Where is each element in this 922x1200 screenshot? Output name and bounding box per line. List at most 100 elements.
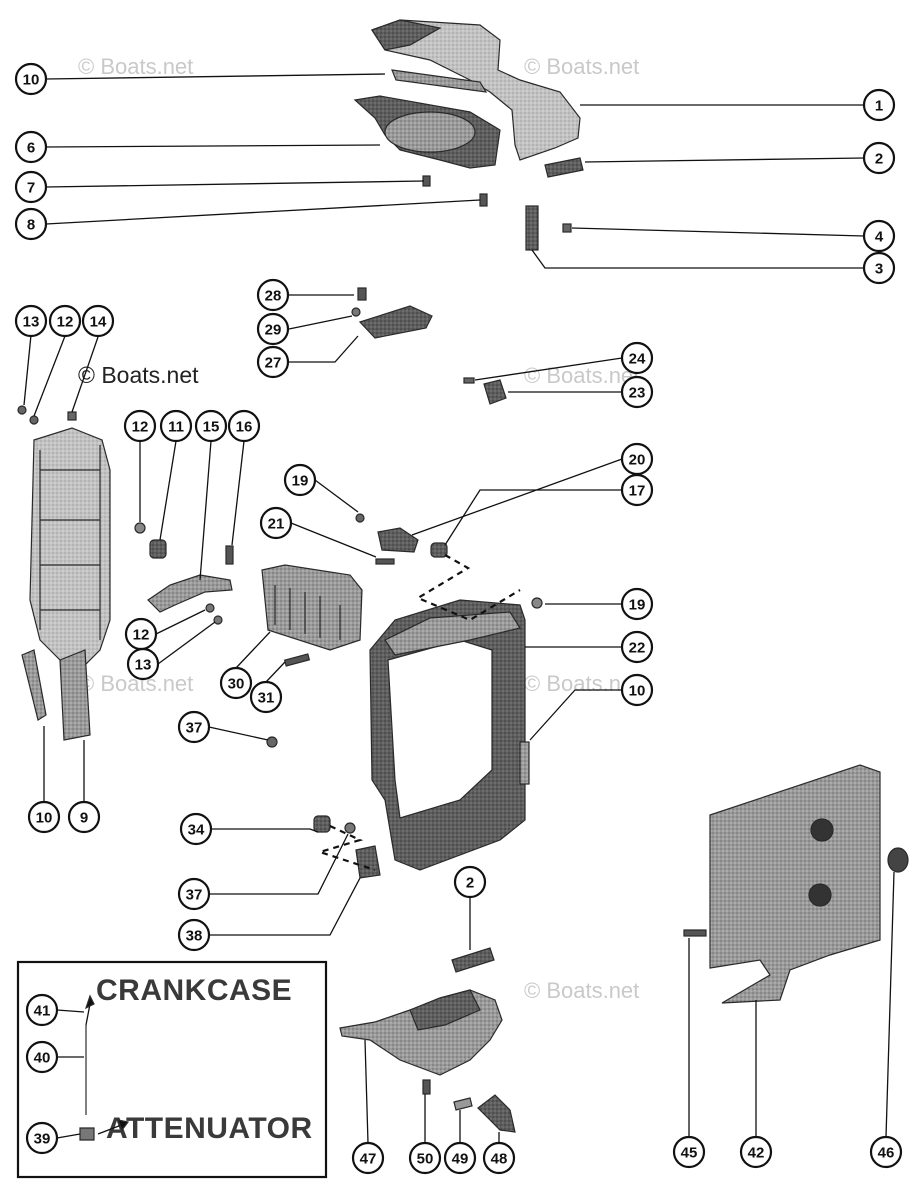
svg-text:31: 31 — [258, 690, 275, 707]
callout-20[interactable]: 20 — [620, 442, 654, 476]
callout-10[interactable]: 10 — [27, 800, 61, 834]
callout-12[interactable]: 12 — [123, 409, 157, 443]
callout-2[interactable]: 2 — [453, 865, 487, 899]
callout-38[interactable]: 38 — [177, 918, 211, 952]
callout-17[interactable]: 17 — [620, 473, 654, 507]
part-block — [355, 845, 381, 879]
callout-15[interactable]: 15 — [194, 409, 228, 443]
svg-text:10: 10 — [629, 683, 646, 700]
svg-text:17: 17 — [629, 483, 646, 500]
svg-text:4: 4 — [875, 229, 884, 246]
watermark: © Boats.net — [524, 671, 639, 696]
part-screw — [479, 193, 488, 207]
part-duct-shadow — [409, 989, 481, 1031]
part-rear-panel-hole — [808, 883, 832, 907]
part-side-panel-frame — [39, 445, 101, 640]
svg-text:38: 38 — [186, 928, 203, 945]
svg-text:1: 1 — [875, 98, 883, 115]
arrow-head — [117, 1119, 130, 1132]
watermark: © Boats.net — [524, 54, 639, 79]
svg-text:47: 47 — [360, 1151, 377, 1168]
callout-13[interactable]: 13 — [14, 304, 48, 338]
callout-3[interactable]: 3 — [862, 251, 896, 285]
callout-41[interactable]: 41 — [25, 993, 59, 1027]
part-duct — [339, 989, 503, 1076]
part-side-panel — [29, 427, 111, 671]
callout-24[interactable]: 24 — [620, 341, 654, 375]
svg-text:13: 13 — [23, 314, 40, 331]
callout-48[interactable]: 48 — [482, 1141, 516, 1175]
callout-6[interactable]: 6 — [14, 130, 48, 164]
part-cap — [377, 527, 419, 553]
callout-31[interactable]: 31 — [249, 680, 283, 714]
arrow-to-crankcase — [85, 1003, 91, 1026]
callout-12[interactable]: 12 — [48, 304, 82, 338]
callout-37[interactable]: 37 — [177, 877, 211, 911]
svg-text:49: 49 — [452, 1151, 469, 1168]
callout-28[interactable]: 28 — [256, 278, 290, 312]
dashed-mount-line — [316, 825, 376, 872]
callout-1[interactable]: 1 — [862, 88, 896, 122]
part-housing-top — [384, 611, 521, 656]
part-mount — [430, 542, 448, 558]
part-small-screw — [562, 223, 572, 233]
callout-49[interactable]: 49 — [443, 1141, 477, 1175]
callout-10[interactable]: 10 — [14, 62, 48, 96]
callout-16[interactable]: 16 — [227, 409, 261, 443]
part-nut — [531, 597, 543, 609]
callout-14[interactable]: 14 — [81, 304, 115, 338]
callout-8[interactable]: 8 — [14, 207, 48, 241]
svg-text:48: 48 — [491, 1151, 508, 1168]
svg-text:8: 8 — [27, 217, 35, 234]
svg-text:13: 13 — [135, 657, 152, 674]
callout-42[interactable]: 42 — [739, 1135, 773, 1169]
callout-45[interactable]: 45 — [672, 1135, 706, 1169]
arrow-head — [84, 994, 95, 1010]
part-clip-bracket — [477, 1094, 516, 1133]
callout-2[interactable]: 2 — [862, 141, 896, 175]
callout-10[interactable]: 10 — [620, 673, 654, 707]
part-nut — [17, 405, 27, 415]
callout-29[interactable]: 29 — [256, 312, 290, 346]
svg-text:12: 12 — [133, 627, 150, 644]
callout-4[interactable]: 4 — [862, 219, 896, 253]
callout-11[interactable]: 11 — [159, 409, 193, 443]
callout-39[interactable]: 39 — [25, 1121, 59, 1155]
part-air-plate-disc — [384, 111, 476, 153]
callout-23[interactable]: 23 — [620, 375, 654, 409]
part-grommet — [887, 847, 909, 873]
callout-50[interactable]: 50 — [408, 1141, 442, 1175]
callout-40[interactable]: 40 — [25, 1040, 59, 1074]
callout-34[interactable]: 34 — [179, 812, 213, 846]
svg-text:39: 39 — [34, 1131, 51, 1148]
part-washer — [351, 307, 361, 317]
callout-19[interactable]: 19 — [283, 463, 317, 497]
callout-19[interactable]: 19 — [620, 587, 654, 621]
part-housing-inner — [387, 639, 493, 819]
part-nut — [344, 822, 356, 834]
svg-text:9: 9 — [80, 810, 88, 827]
part-pad — [451, 947, 495, 973]
callout-30[interactable]: 30 — [219, 666, 253, 700]
svg-text:41: 41 — [34, 1003, 51, 1020]
part-filter-slots — [274, 585, 341, 640]
callout-37[interactable]: 37 — [177, 710, 211, 744]
svg-text:30: 30 — [228, 676, 245, 693]
svg-text:21: 21 — [268, 516, 285, 533]
part-small-screw — [67, 411, 77, 421]
callout-27[interactable]: 27 — [256, 345, 290, 379]
callout-9[interactable]: 9 — [67, 800, 101, 834]
callout-21[interactable]: 21 — [259, 506, 293, 540]
callout-47[interactable]: 47 — [351, 1141, 385, 1175]
svg-text:22: 22 — [629, 640, 646, 657]
inset-title-bottom: ATTENUATOR — [106, 1112, 313, 1145]
callout-22[interactable]: 22 — [620, 630, 654, 664]
callout-46[interactable]: 46 — [869, 1135, 903, 1169]
part-seal-strip-left — [21, 649, 47, 721]
callout-13[interactable]: 13 — [126, 647, 160, 681]
svg-text:37: 37 — [186, 720, 203, 737]
callout-12[interactable]: 12 — [124, 617, 158, 651]
callout-7[interactable]: 7 — [14, 170, 48, 204]
part-rear-panel — [709, 764, 881, 1004]
part-screw — [357, 287, 367, 301]
